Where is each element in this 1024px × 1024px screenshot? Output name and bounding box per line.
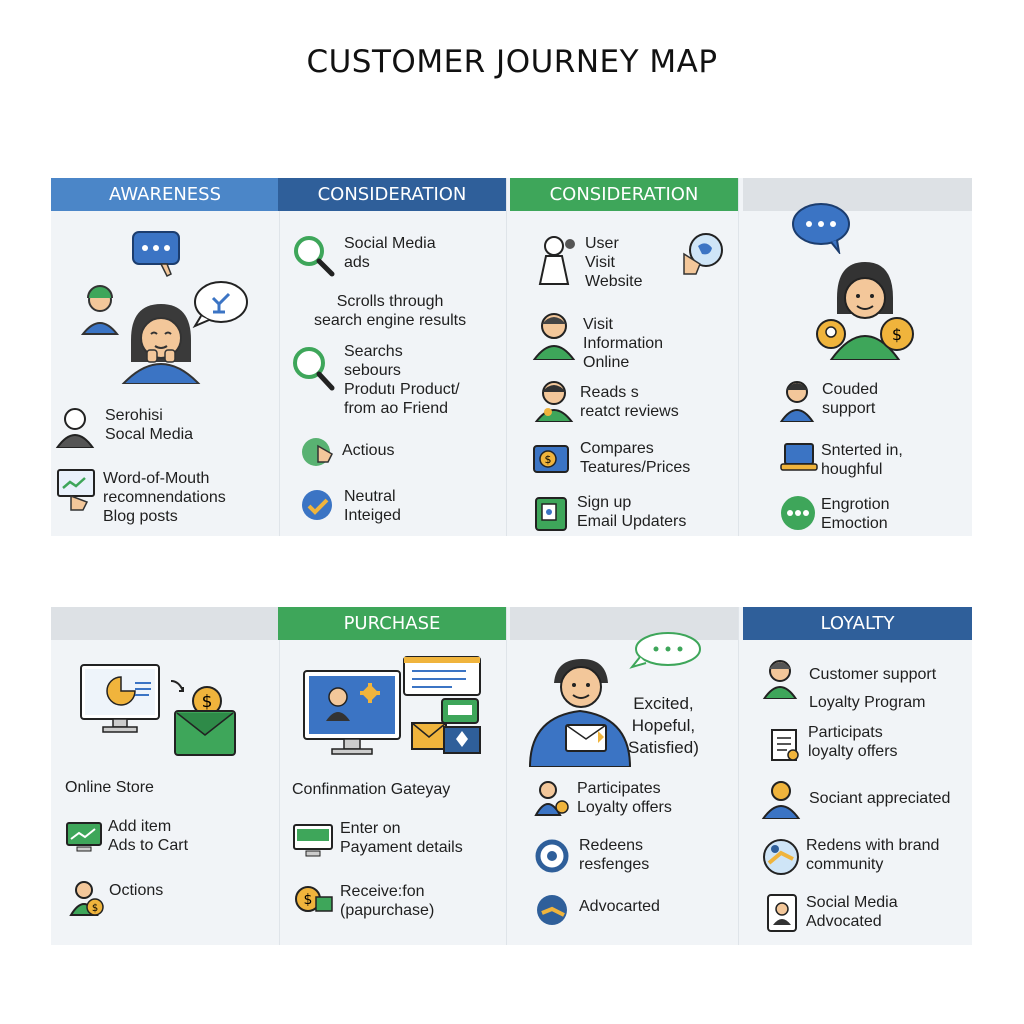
email-phone-icon — [532, 494, 572, 534]
pointer-hand-icon — [300, 436, 340, 470]
purchase-item-1: Confinmation Gateyay — [292, 781, 451, 798]
chat-bubble-icon — [791, 202, 855, 254]
consideration-item-1: Social Media ads — [344, 235, 436, 271]
person-icon — [779, 378, 815, 422]
post-purchase-item-3: Advocarted — [579, 898, 660, 915]
svg-text:$: $ — [892, 325, 902, 344]
person-coin-icon: $ — [69, 879, 107, 917]
chat-dots-icon — [779, 494, 817, 532]
person-icon — [534, 378, 574, 422]
loyalty-item-5: Social Media Advocated — [806, 894, 898, 930]
refresh-icon — [534, 837, 572, 875]
stage-header-awareness: AWARENESS — [51, 178, 279, 211]
monitor-icon — [65, 821, 103, 855]
arrow-icon — [169, 677, 189, 697]
svg-text:$: $ — [202, 692, 213, 712]
dollar-card-icon: $ — [532, 440, 572, 476]
chat-bubble-icon — [131, 230, 183, 278]
advocate-badge-icon — [534, 891, 572, 929]
monitor-icon — [292, 821, 334, 861]
journey-row-1: AWARENESS Serohisi Socal Media Word-of-M… — [51, 178, 972, 536]
experience-item-3: Engrotion Emoction — [821, 496, 890, 532]
check-circle-icon — [300, 488, 336, 524]
person-thinking-icon — [117, 300, 203, 384]
support-agent-icon — [79, 284, 121, 336]
person-icon — [534, 779, 572, 817]
svg-text:$: $ — [92, 903, 98, 914]
stage-header-shopping — [51, 607, 279, 640]
person-icon — [761, 657, 799, 699]
post-purchase-item-2: Redeens resfenges — [579, 837, 650, 873]
stage-shopping: $ Online Store Add item Ads to Cart $ Oc… — [51, 607, 280, 945]
stage-header-purchase: PURCHASE — [278, 607, 506, 640]
consideration2-item-1: User Visit Website — [585, 235, 643, 290]
experience-item-2: Snterted in, houghful — [821, 442, 903, 478]
awareness-item-2: Word-of-Mouth recomnendations Blog posts — [103, 470, 226, 525]
consideration2-item-2: Visit Information Online — [583, 316, 664, 371]
speech-bubble-icon — [191, 278, 249, 330]
awareness-item-1: Serohisi Socal Media — [105, 407, 194, 443]
monitor-chart-icon — [79, 663, 163, 735]
consideration-item-4: Actious — [342, 442, 395, 459]
svg-text:$: $ — [545, 453, 552, 466]
dollar-cart-icon: $ — [294, 883, 334, 919]
post-purchase-item-1: Participates Loyalty offers — [577, 780, 672, 816]
person-icon — [55, 406, 95, 448]
consideration2-item-5: Sign up Email Updaters — [577, 494, 687, 530]
loyalty-item-3: Sociant appreciated — [809, 790, 951, 807]
shopping-item-1: Online Store — [65, 779, 154, 796]
magnifier-icon — [292, 346, 336, 394]
consideration2-item-4: Compares Teatures/Prices — [580, 440, 691, 476]
experience-item-1: Couded support — [822, 381, 879, 417]
community-icon — [761, 837, 801, 877]
person-icon — [759, 779, 803, 819]
emotion-label: Excited, Hopeful, Satisfied) — [628, 694, 699, 757]
stage-consideration-1: CONSIDERATION Social Media ads Scrolls t… — [278, 178, 507, 536]
stage-header-post-purchase — [510, 607, 738, 640]
happy-customer-icon — [526, 627, 736, 767]
purchase-item-2: Enter on Payament details — [340, 820, 463, 856]
journey-row-2: $ Online Store Add item Ads to Cart $ Oc… — [51, 607, 972, 945]
stage-awareness: AWARENESS Serohisi Socal Media Word-of-M… — [51, 178, 280, 536]
shopping-item-2: Add item Ads to Cart — [108, 818, 189, 854]
page-title: CUSTOMER JOURNEY MAP — [306, 44, 718, 80]
stage-post-purchase: Excited, Hopeful, Satisfied) Participate… — [510, 607, 739, 945]
consideration2-item-3: Reads s reatct reviews — [580, 384, 679, 420]
consideration-item-2: Scrolls through search engine results — [314, 293, 467, 329]
stage-loyalty: LOYALTY Customer support Loyalty Program… — [743, 607, 972, 945]
loyalty-item-1: Customer support Loyalty Program — [809, 666, 937, 711]
monitor-icon — [302, 655, 492, 765]
svg-text:$: $ — [304, 892, 313, 908]
stage-purchase: PURCHASE Confinmation Gateyay Enter on P… — [278, 607, 507, 945]
stage-consideration-2: CONSIDERATION User Visit Website Visit I… — [510, 178, 739, 536]
tablet-hand-icon — [55, 466, 97, 512]
dollar-coin-icon: $ — [173, 683, 237, 759]
consideration-item-3: Searchs sebours Produtı Product/ from ao… — [344, 343, 460, 417]
stage-header-consideration-2: CONSIDERATION — [510, 178, 738, 211]
phone-profile-icon — [765, 893, 799, 933]
purchase-item-3: Receive:fon (papurchase) — [340, 883, 435, 919]
shopping-item-3: Octions — [109, 882, 164, 899]
loyalty-item-4: Redens with brand community — [806, 837, 940, 873]
magnifier-icon — [292, 234, 336, 278]
stage-header-consideration-1: CONSIDERATION — [278, 178, 506, 211]
stage-experience: $ Couded support Snterted in, houghful E… — [743, 178, 972, 536]
user-icon — [536, 234, 576, 286]
loyalty-item-2: Participats loyalty offers — [808, 724, 898, 760]
consideration-item-5: Neutral Inteiged — [344, 488, 401, 524]
stage-header-experience — [743, 178, 972, 211]
stage-header-loyalty: LOYALTY — [743, 607, 972, 640]
document-icon — [769, 727, 801, 763]
globe-hand-icon — [676, 232, 724, 280]
person-icon — [532, 310, 576, 360]
laptop-icon — [779, 440, 819, 476]
happy-customer-icon: $ — [815, 258, 915, 360]
